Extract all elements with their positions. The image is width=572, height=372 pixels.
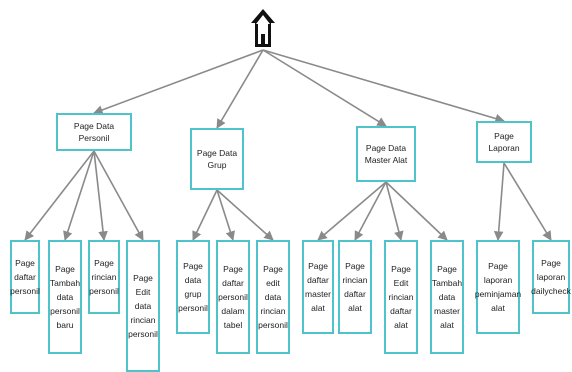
leaf-label: Page rincian personil [89, 258, 119, 296]
leaf-node-data-grup-personil: Page data grup personil [176, 240, 210, 334]
connector-category-node-personil-to-leaf-node-rincian-personil [93, 150, 108, 241]
connector-category-node-master-alat-to-leaf-node-rincian-daftar-alat [354, 181, 387, 241]
leaf-node-daftar-personil: Page daftar personil [10, 240, 40, 314]
connector-category-node-laporan-to-leaf-node-laporan-dailycheck [503, 162, 552, 241]
leaf-label: Page rincian daftar alat [342, 261, 368, 313]
category-label: Page Laporan [488, 131, 520, 153]
category-node-personil: Page Data Personil [56, 113, 132, 151]
connector-category-node-laporan-to-leaf-node-laporan-peminjaman [493, 162, 505, 241]
connector-category-node-master-alat-to-leaf-node-daftar-master-alat [317, 181, 387, 241]
connector-category-node-master-alat-to-leaf-node-tambah-master-alat [385, 181, 448, 241]
connector-home-to-category-node-laporan [262, 49, 505, 124]
category-label: Page Data Personil [73, 121, 115, 143]
leaf-label: Page daftar master alat [305, 261, 331, 313]
category-label: Page Data Master Alat [364, 143, 408, 165]
leaf-label: Page daftar personil [10, 258, 40, 296]
leaf-node-edit-rincian-grup: Page edit data rincian personil [256, 240, 290, 354]
category-node-grup: Page Data Grup [190, 128, 244, 190]
leaf-node-edit-rincian-personil: Page Edit data rincian personil [126, 240, 160, 372]
category-node-laporan: Page Laporan [476, 121, 532, 163]
leaf-node-tambah-master-alat: Page Tambah data master alat [430, 240, 464, 354]
leaf-node-daftar-master-alat: Page daftar master alat [302, 240, 334, 334]
leaf-node-edit-rincian-alat: Page Edit rincian daftar alat [384, 240, 418, 354]
connector-home-to-category-node-master-alat [262, 49, 387, 127]
leaf-node-rincian-personil: Page rincian personil [88, 240, 120, 314]
leaf-node-rincian-daftar-alat: Page rincian daftar alat [338, 240, 372, 334]
leaf-label: Page Edit data rincian personil [128, 273, 158, 339]
connector-category-node-personil-to-leaf-node-edit-rincian-personil [93, 150, 144, 241]
leaf-node-laporan-peminjaman: Page laporan peminjaman alat [474, 240, 522, 334]
leaf-label: Page Tambah data master alat [431, 264, 463, 330]
leaf-label: Page Tambah data personil baru [49, 264, 81, 330]
connector-home-to-category-node-personil [93, 49, 264, 115]
connector-category-node-personil-to-leaf-node-tambah-personil [63, 150, 95, 241]
leaf-label: Page edit data rincian personil [258, 264, 288, 330]
connector-category-node-grup-to-leaf-node-edit-rincian-grup [216, 189, 274, 241]
leaf-node-tambah-personil: Page Tambah data personil baru [48, 240, 82, 354]
category-node-master-alat: Page Data Master Alat [356, 126, 416, 182]
connector-category-node-master-alat-to-leaf-node-edit-rincian-alat [385, 181, 404, 241]
leaf-label: Page laporan peminjaman alat [474, 261, 522, 313]
leaf-label: Page data grup personil [178, 261, 208, 313]
home-icon [251, 9, 275, 47]
leaf-node-laporan-dailycheck: Page laporan dailycheck [531, 240, 571, 314]
leaf-label: Page laporan dailycheck [531, 258, 571, 296]
connector-category-node-personil-to-leaf-node-daftar-personil [24, 150, 95, 241]
category-label: Page Data Grup [196, 148, 238, 170]
connector-home-to-category-node-grup [216, 49, 264, 129]
connector-category-node-grup-to-leaf-node-data-grup-personil [192, 189, 218, 241]
connector-category-node-grup-to-leaf-node-daftar-personil-tabel [216, 189, 235, 241]
leaf-label: Page Edit rincian daftar alat [388, 264, 414, 330]
leaf-node-daftar-personil-tabel: Page daftar personil dalam tabel [216, 240, 250, 354]
leaf-label: Page daftar personil dalam tabel [218, 264, 248, 330]
